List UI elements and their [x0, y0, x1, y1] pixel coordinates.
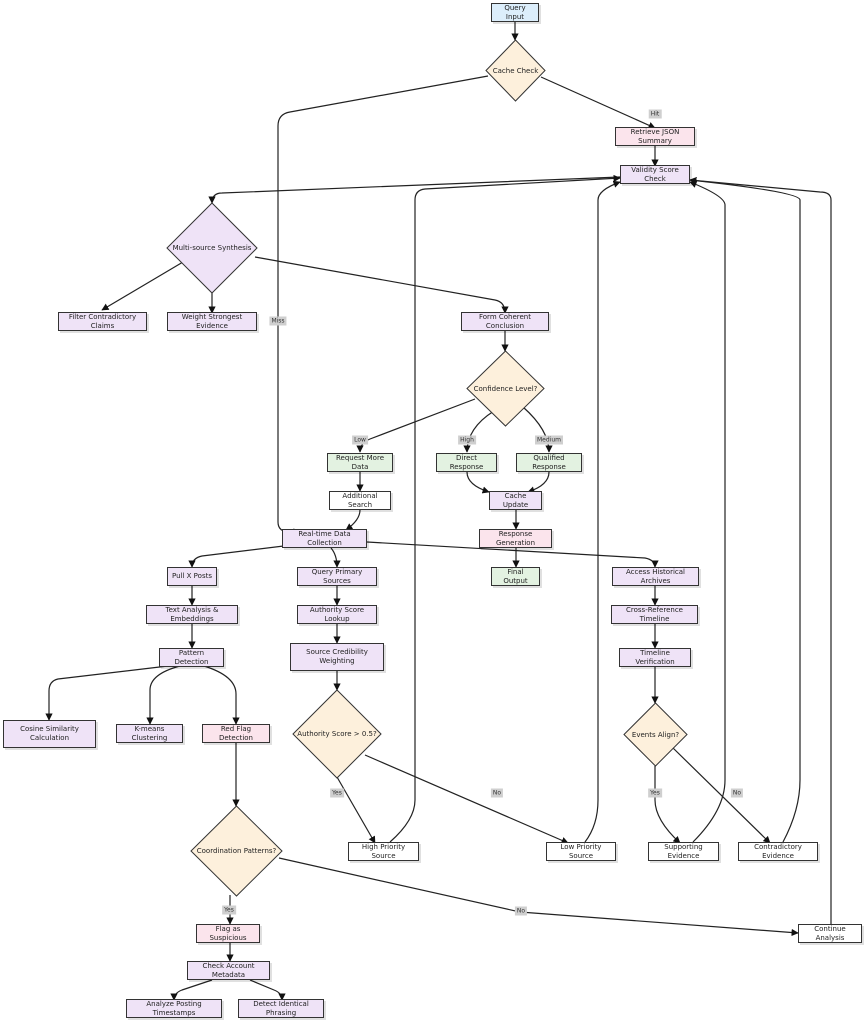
node-high-priority[interactable]: High Priority Source: [348, 842, 419, 861]
edge-contradictory-validity: [689, 177, 801, 843]
node-access-historical[interactable]: Access Historical Archives: [612, 567, 699, 586]
node-cosine[interactable]: Cosine Similarity Calculation: [3, 720, 96, 748]
edge-validity-multisource: [208, 176, 621, 204]
node-supporting[interactable]: Supporting Evidence: [648, 842, 719, 861]
node-pull-x[interactable]: Pull X Posts: [167, 567, 217, 586]
node-cache-update[interactable]: Cache Update: [489, 491, 542, 510]
decision-authority-score[interactable]: Authority Score > 0.5?: [292, 689, 382, 779]
node-response-gen[interactable]: Response Generation: [479, 529, 552, 548]
edge-continue-validity: [689, 177, 832, 924]
edge-coord-no: [278, 857, 799, 937]
edge-label-high: High: [458, 435, 476, 445]
edge-cache-retrieve: [540, 76, 656, 129]
node-realtime[interactable]: Real-time Data Collection: [282, 529, 367, 548]
edge-conf-medium: [522, 406, 553, 453]
node-additional-search[interactable]: Additional Search: [329, 491, 391, 510]
node-form-conclusion[interactable]: Form Coherent Conclusion: [461, 312, 549, 331]
edge-conf-high: [463, 410, 495, 453]
edge-auth-yes: [336, 776, 376, 844]
edge-realtime-access: [366, 541, 659, 568]
edge-direct-cache: [466, 471, 490, 494]
edge-label-low: Low: [352, 435, 368, 445]
edge-metadata-detect: [249, 979, 286, 1001]
edge-label-auth-no: No: [490, 788, 504, 798]
node-source-cred[interactable]: Source Credibility Weighting: [290, 643, 384, 671]
edge-pattern-cosine: [45, 665, 169, 721]
node-text-analysis[interactable]: Text Analysis & Embeddings: [146, 605, 238, 624]
decision-events-align[interactable]: Events Align?: [623, 702, 688, 767]
node-continue-analysis[interactable]: Continue Analysis: [798, 924, 862, 943]
node-direct-response[interactable]: Direct Response: [436, 453, 497, 472]
edge-realtime-query: [330, 547, 341, 568]
edge-multi-form: [254, 256, 509, 314]
decision-multi-source-label: Multi-source Synthesis: [172, 244, 252, 252]
node-validity-check[interactable]: Validity Score Check: [620, 165, 690, 184]
node-cross-ref[interactable]: Cross-Reference Timeline: [611, 605, 698, 624]
node-timeline-verif[interactable]: Timeline Verification: [619, 648, 691, 667]
edge-label-medium: Medium: [535, 435, 563, 445]
edge-metadata-analyze: [170, 979, 213, 1001]
edge-pattern-redflag: [203, 665, 240, 725]
edge-realtime-pullx: [188, 543, 301, 568]
decision-confidence-label: Confidence Level?: [473, 384, 538, 393]
edge-supporting-validity: [689, 181, 726, 843]
decision-events-align-label: Events Align?: [631, 730, 680, 739]
edge-label-events-no: No: [730, 788, 744, 798]
node-final-output[interactable]: Final Output: [491, 567, 540, 586]
edge-low-validity: [584, 180, 621, 843]
decision-confidence[interactable]: Confidence Level?: [466, 350, 545, 427]
node-filter-claims[interactable]: Filter Contradictory Claims: [58, 312, 147, 331]
node-kmeans[interactable]: K-means Clustering: [116, 724, 183, 743]
edge-events-yes: [654, 766, 681, 844]
edge-label-coord-yes: Yes: [222, 905, 236, 915]
node-detect-phrasing[interactable]: Detect Identical Phrasing: [238, 999, 324, 1018]
decision-authority-score-label: Authority Score > 0.5?: [297, 730, 377, 738]
edge-label-auth-yes: Yes: [330, 788, 344, 798]
node-flag-suspicious[interactable]: Flag as Suspicious: [196, 924, 260, 943]
decision-multi-source[interactable]: Multi-source Synthesis: [166, 202, 258, 294]
edge-label-miss: Miss: [269, 316, 287, 326]
decision-cache-check[interactable]: Cache Check: [485, 39, 546, 102]
node-query-input[interactable]: Query Input: [491, 3, 539, 22]
node-low-priority[interactable]: Low Priority Source: [546, 842, 616, 861]
decision-cache-check-label: Cache Check: [492, 66, 539, 75]
edge-high-validity: [389, 174, 621, 843]
node-red-flag[interactable]: Red Flag Detection: [202, 724, 270, 743]
node-query-primary[interactable]: Query Primary Sources: [297, 567, 377, 586]
edge-label-coord-no: No: [514, 906, 528, 916]
node-check-metadata[interactable]: Check Account Metadata: [187, 961, 270, 980]
node-authority-lookup[interactable]: Authority Score Lookup: [297, 605, 377, 624]
edge-multi-filter: [101, 261, 184, 311]
edge-label-events-yes: Yes: [648, 788, 662, 798]
node-qualified-response[interactable]: Qualified Response: [516, 453, 582, 472]
edge-pattern-kmeans: [146, 665, 181, 725]
node-contradictory[interactable]: Contradictory Evidence: [738, 842, 818, 861]
edge-events-no: [671, 746, 771, 844]
node-analyze-timestamps[interactable]: Analyze Posting Timestamps: [126, 999, 222, 1018]
edge-label-hit: Hit: [648, 109, 662, 119]
edge-additional-realtime: [345, 509, 361, 531]
node-request-more[interactable]: Request More Data: [327, 453, 393, 472]
node-pattern-detection[interactable]: Pattern Detection: [159, 648, 224, 667]
decision-coordination[interactable]: Coordination Patterns?: [190, 805, 283, 897]
edge-auth-no: [364, 754, 569, 844]
decision-coordination-label: Coordination Patterns?: [196, 847, 277, 855]
edge-qualified-cache: [527, 471, 550, 494]
node-retrieve-json[interactable]: Retrieve JSON Summary: [615, 127, 695, 146]
node-weight-evidence[interactable]: Weight Strongest Evidence: [167, 312, 257, 331]
